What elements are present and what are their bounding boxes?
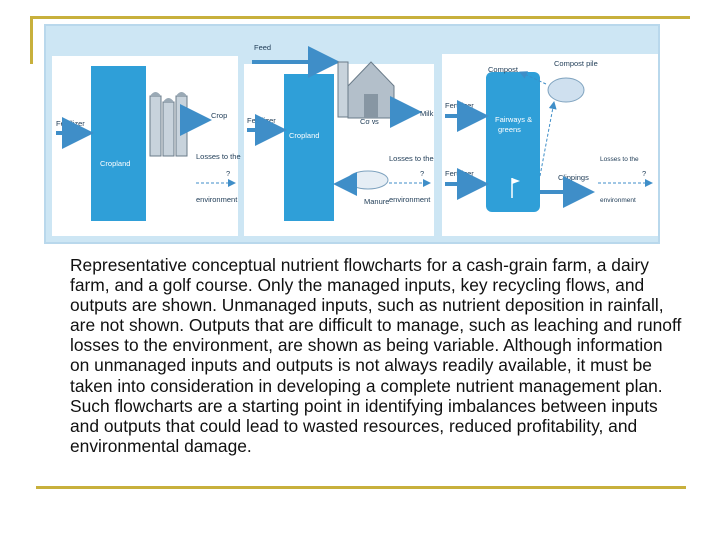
losses-label-1b: environment bbox=[196, 195, 238, 204]
variable-mark-1: ? bbox=[226, 169, 230, 178]
panel-cash-grain-farm: Cropland Fertilizer Crop Losses to the e… bbox=[52, 56, 241, 236]
cropland-box-2 bbox=[284, 74, 334, 221]
slide-border-bottom bbox=[36, 486, 686, 489]
fertilizer-label-3b: Fertilizer bbox=[445, 169, 474, 178]
losses-label-2b: environment bbox=[389, 195, 431, 204]
crop-label: Crop bbox=[211, 111, 227, 120]
fairways-label-line2: greens bbox=[498, 125, 521, 134]
feed-label: Feed bbox=[254, 43, 271, 52]
nutrient-flowchart-figure: Cropland Fertilizer Crop Losses to the e… bbox=[44, 24, 660, 244]
grain-silos-icon bbox=[149, 92, 188, 157]
cows-label: Cows bbox=[360, 117, 379, 126]
slide-border-left bbox=[30, 16, 33, 64]
clippings-to-compost-arrow bbox=[539, 101, 557, 177]
variable-mark-3: ? bbox=[642, 169, 646, 178]
losses-label-2a: Losses to the bbox=[389, 154, 434, 163]
fertilizer-label-2: Fertilizer bbox=[247, 116, 276, 125]
figure-caption: Representative conceptual nutrient flowc… bbox=[70, 255, 682, 456]
losses-label-3a: Losses to the bbox=[600, 156, 639, 163]
manure-label: Manure bbox=[364, 197, 389, 206]
fairways-greens-box bbox=[486, 72, 540, 212]
golf-flag-icon bbox=[512, 178, 520, 184]
panel-dairy-farm: Cropland Feed Fertilizer Cows Milk Manur… bbox=[244, 43, 434, 236]
manure-pile-icon bbox=[347, 170, 389, 190]
variable-mark-2: ? bbox=[420, 169, 424, 178]
compost-pile-icon bbox=[547, 77, 585, 103]
clippings-label: Clippings bbox=[558, 173, 589, 182]
cropland-label-1: Cropland bbox=[100, 159, 130, 168]
dairy-barn-icon bbox=[337, 61, 395, 119]
losses-label-1a: Losses to the bbox=[196, 152, 241, 161]
panel-3-frame bbox=[442, 54, 658, 236]
flowchart-svg: Cropland Fertilizer Crop Losses to the e… bbox=[52, 43, 658, 236]
cropland-label-2: Cropland bbox=[289, 131, 319, 140]
fairways-label-line1: Fairways & bbox=[495, 115, 532, 124]
compost-label: Compost bbox=[488, 65, 519, 74]
panel-golf-course: Fairways & greens Compost Compost pile F… bbox=[442, 54, 658, 236]
fertilizer-label-3a: Fertilizer bbox=[445, 101, 474, 110]
losses-label-3b: environment bbox=[600, 197, 636, 204]
milk-label: Milk bbox=[420, 109, 434, 118]
slide-border-top bbox=[30, 16, 690, 19]
cropland-box-1 bbox=[91, 66, 146, 221]
compost-pile-label: Compost pile bbox=[554, 59, 598, 68]
fertilizer-label-1: Fertilizer bbox=[56, 119, 85, 128]
